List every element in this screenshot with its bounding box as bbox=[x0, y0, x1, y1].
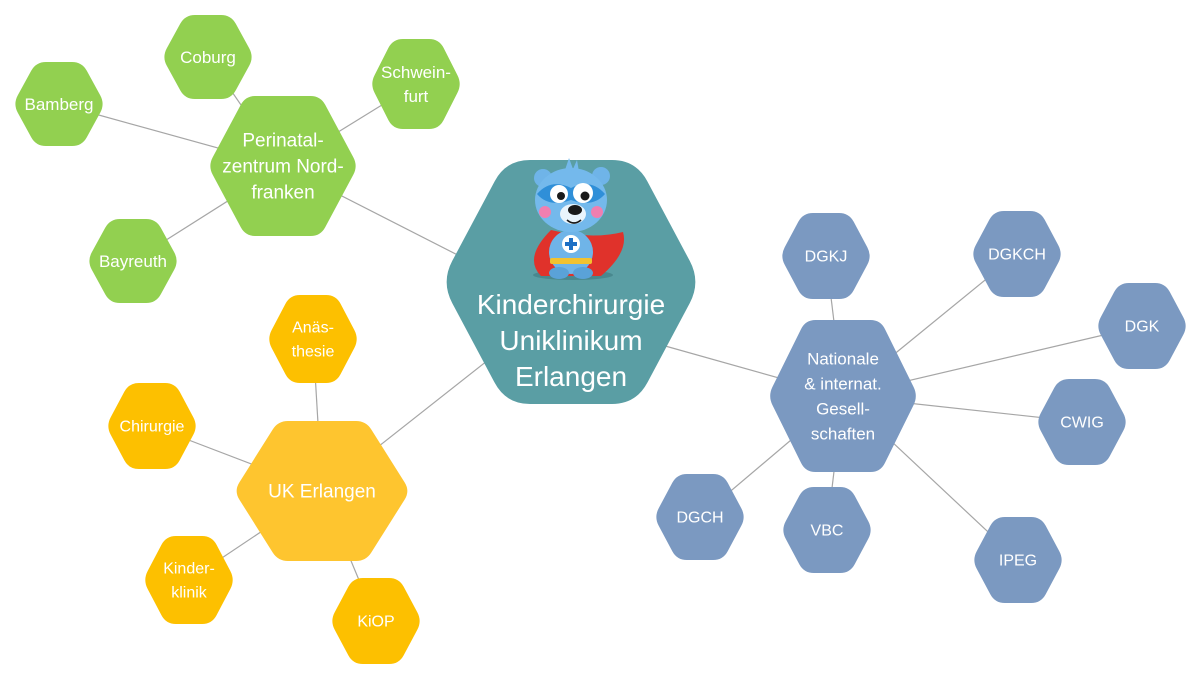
node-kiop: KiOP bbox=[332, 578, 420, 664]
node-vbc-hexagon bbox=[783, 487, 871, 573]
center-kinderchirurgie-uniklinikum-erlangen-label-line: Uniklinikum bbox=[499, 325, 642, 356]
node-bamberg-hexagon bbox=[15, 62, 103, 146]
node-kinderklinik-hexagon bbox=[145, 536, 233, 624]
node-kiop-hexagon bbox=[332, 578, 420, 664]
node-chirurgie-hexagon bbox=[108, 383, 196, 469]
node-schweinfurt: Schwein-furt bbox=[372, 39, 460, 129]
node-coburg: Coburg bbox=[164, 15, 252, 99]
hub-nationale-internationale-gesellschaften-label-line: Nationale bbox=[807, 349, 879, 368]
node-anaesthesie-label-line: thesie bbox=[292, 344, 335, 361]
node-kinderklinik-label-line: klinik bbox=[171, 585, 208, 602]
node-chirurgie: Chirurgie bbox=[108, 383, 196, 469]
node-dgk-hexagon bbox=[1098, 283, 1186, 369]
hub-perinatalzentrum-nordfranken: Perinatal-zentrum Nord-franken bbox=[210, 96, 356, 236]
node-dgkch-label-line: DGKCH bbox=[988, 247, 1046, 264]
node-bayreuth: Bayreuth bbox=[89, 219, 177, 303]
hub-nationale-internationale-gesellschaften-hexagon bbox=[770, 320, 916, 472]
superhero-bear-mascot-icon bbox=[533, 158, 625, 280]
center-kinderchirurgie-uniklinikum-erlangen-label-line: Kinderchirurgie bbox=[477, 289, 665, 320]
node-schweinfurt-hexagon bbox=[372, 39, 460, 129]
node-dgkch: DGKCH bbox=[973, 211, 1061, 297]
node-vbc-label-line: VBC bbox=[811, 523, 844, 540]
hub-perinatalzentrum-nordfranken-label-line: Perinatal- bbox=[242, 131, 323, 152]
node-bamberg: Bamberg bbox=[15, 62, 103, 146]
node-schweinfurt-label-line: furt bbox=[404, 87, 429, 106]
node-dgkch-hexagon bbox=[973, 211, 1061, 297]
node-ipeg-hexagon bbox=[974, 517, 1062, 603]
node-kiop-label-line: KiOP bbox=[357, 614, 394, 631]
node-dgk-label-line: DGK bbox=[1125, 319, 1160, 336]
node-anaesthesie-hexagon bbox=[269, 295, 357, 383]
node-dgch-label-line: DGCH bbox=[676, 510, 723, 527]
node-kinderklinik-label-line: Kinder- bbox=[163, 561, 215, 578]
hub-perinatalzentrum-nordfranken-label-line: zentrum Nord- bbox=[222, 157, 343, 178]
hub-nationale-internationale-gesellschaften-label-line: Gesell- bbox=[816, 399, 870, 418]
hub-nationale-internationale-gesellschaften: Nationale & internat. Gesell-schaften bbox=[770, 320, 916, 472]
node-bayreuth-label-line: Bayreuth bbox=[99, 252, 167, 271]
node-anaesthesie-label-line: Anäs- bbox=[292, 320, 334, 337]
node-dgkj: DGKJ bbox=[782, 213, 870, 299]
node-kinderklinik: Kinder-klinik bbox=[145, 536, 233, 624]
node-ipeg: IPEG bbox=[974, 517, 1062, 603]
node-cwig-hexagon bbox=[1038, 379, 1126, 465]
hub-perinatalzentrum-nordfranken-hexagon bbox=[210, 96, 356, 236]
node-dgkj-hexagon bbox=[782, 213, 870, 299]
node-ipeg-label-line: IPEG bbox=[999, 553, 1037, 570]
hub-perinatalzentrum-nordfranken-label-line: franken bbox=[251, 183, 314, 204]
node-coburg-label-line: Coburg bbox=[180, 48, 236, 67]
node-vbc: VBC bbox=[783, 487, 871, 573]
node-cwig: CWIG bbox=[1038, 379, 1126, 465]
node-bamberg-label-line: Bamberg bbox=[25, 95, 94, 114]
node-chirurgie-label-line: Chirurgie bbox=[120, 419, 185, 436]
hexagon-nodes: Perinatal-zentrum Nord-frankenCoburgSchw… bbox=[15, 15, 1186, 664]
node-dgk: DGK bbox=[1098, 283, 1186, 369]
center-kinderchirurgie-uniklinikum-erlangen-label-line: Erlangen bbox=[515, 361, 627, 392]
hub-uk-erlangen-hexagon bbox=[236, 421, 408, 561]
node-schweinfurt-label-line: Schwein- bbox=[381, 63, 451, 82]
hub-nationale-internationale-gesellschaften-label-line: schaften bbox=[811, 424, 875, 443]
node-dgch: DGCH bbox=[656, 474, 744, 560]
node-anaesthesie: Anäs-thesie bbox=[269, 295, 357, 383]
node-bayreuth-hexagon bbox=[89, 219, 177, 303]
node-coburg-hexagon bbox=[164, 15, 252, 99]
center-kinderchirurgie-uniklinikum-erlangen-hexagon bbox=[446, 160, 696, 404]
hub-uk-erlangen-label-line: UK Erlangen bbox=[268, 482, 376, 503]
node-cwig-label-line: CWIG bbox=[1060, 415, 1104, 432]
node-dgch-hexagon bbox=[656, 474, 744, 560]
hub-uk-erlangen: UK Erlangen bbox=[236, 421, 408, 561]
hub-nationale-internationale-gesellschaften-label-line: & internat. bbox=[804, 374, 882, 393]
node-dgkj-label-line: DGKJ bbox=[805, 249, 848, 266]
